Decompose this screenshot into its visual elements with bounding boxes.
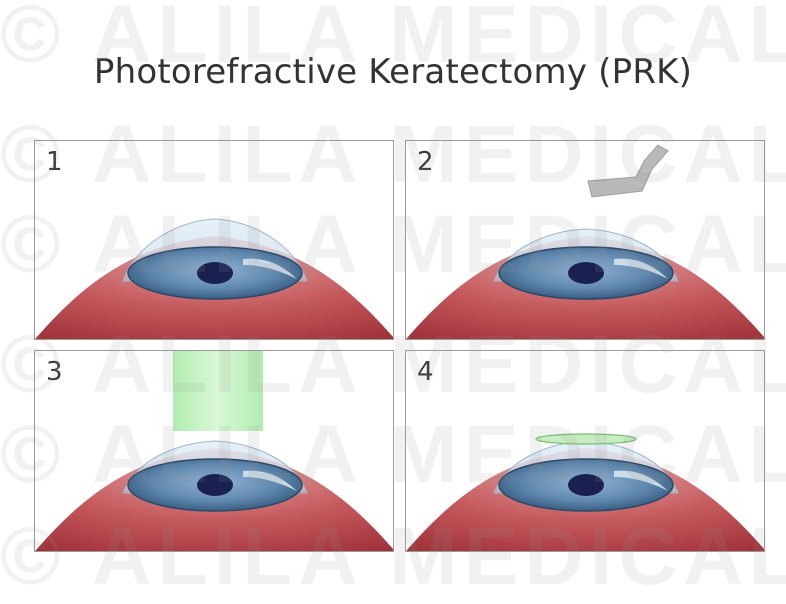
panel-step-2: 1 2 xyxy=(405,140,765,340)
panel-step-4: 4 xyxy=(405,350,765,552)
eye-illustration xyxy=(406,141,765,340)
laser-beam xyxy=(173,351,263,431)
pupil xyxy=(197,262,233,284)
step-number: 1 xyxy=(46,147,63,177)
panel-step-1: 1 xyxy=(34,140,394,340)
eye-illustration xyxy=(35,351,394,552)
step-number: 3 xyxy=(46,357,63,387)
surgical-tool xyxy=(588,145,668,197)
pupil xyxy=(568,474,604,496)
contact-lens xyxy=(536,434,636,444)
step-number: 2 xyxy=(417,147,434,177)
page-title: Photorefractive Keratectomy (PRK) xyxy=(0,52,786,92)
pupil xyxy=(568,262,604,284)
panel-step-3: 3 xyxy=(34,350,394,552)
eye-illustration xyxy=(35,141,394,340)
step-number: 4 xyxy=(417,357,434,387)
pupil xyxy=(197,474,233,496)
eye-illustration xyxy=(406,351,765,552)
